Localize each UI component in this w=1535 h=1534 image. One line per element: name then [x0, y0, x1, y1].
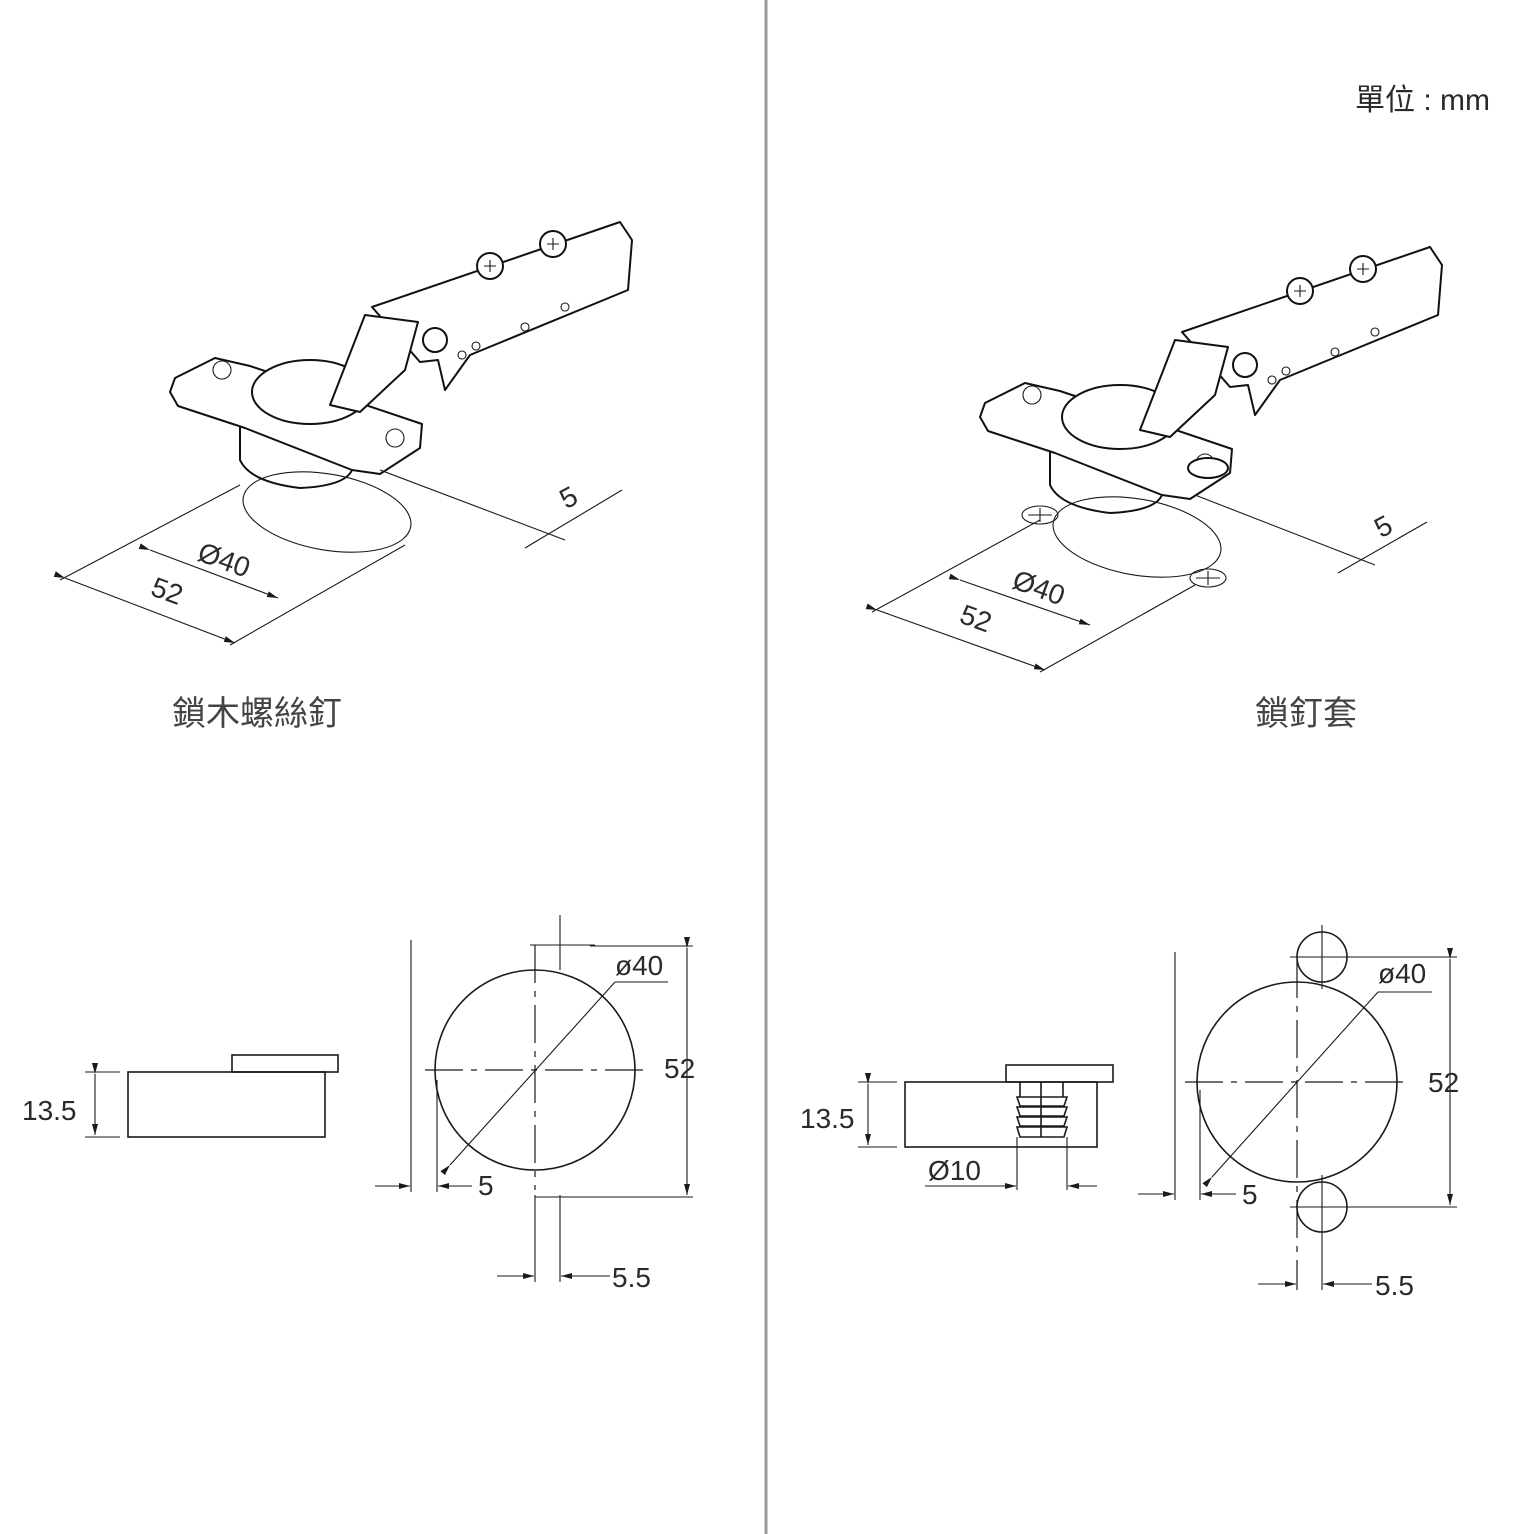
edge-offset-label: 5	[1242, 1179, 1258, 1210]
center-offset-label: 5.5	[1375, 1270, 1414, 1301]
length-label: 52	[664, 1053, 695, 1084]
iso-offset-label: 5	[554, 480, 582, 515]
iso-width-label: 52	[147, 571, 187, 611]
edge-offset-label: 5	[478, 1170, 494, 1201]
left-hinge-iso: 5 Ø40 52	[53, 221, 633, 646]
right-side-view: 13.5 Ø10	[800, 1064, 1114, 1190]
right-hinge-iso: 5 Ø40 52	[865, 246, 1443, 673]
length-label: 52	[1428, 1067, 1459, 1098]
iso-width-label: 52	[956, 599, 996, 639]
cup-hole	[1052, 496, 1222, 578]
dowel-diameter-label: Ø10	[928, 1155, 981, 1186]
right-caption: 鎖釘套	[1255, 695, 1357, 733]
diameter-label: ø40	[1378, 958, 1426, 989]
left-side-view: 13.5	[22, 1054, 339, 1138]
left-plan-view: ø40 52 5 5.5	[375, 915, 695, 1293]
center-offset-label: 5.5	[612, 1262, 651, 1293]
hinge-illustration	[169, 221, 633, 489]
right-plan-view: ø40 52 5 5.5	[1138, 925, 1459, 1301]
height-label: 13.5	[800, 1103, 855, 1134]
iso-offset-label: 5	[1369, 509, 1397, 544]
unit-label: 單位 : mm	[1355, 84, 1490, 117]
dowel-insert	[1187, 457, 1229, 479]
height-label: 13.5	[22, 1095, 77, 1126]
iso-diameter-label: Ø40	[194, 536, 254, 583]
cup-hole	[242, 471, 412, 553]
left-caption: 鎖木螺絲釘	[172, 695, 342, 733]
diameter-label: ø40	[615, 950, 663, 981]
iso-diameter-label: Ø40	[1009, 564, 1069, 611]
